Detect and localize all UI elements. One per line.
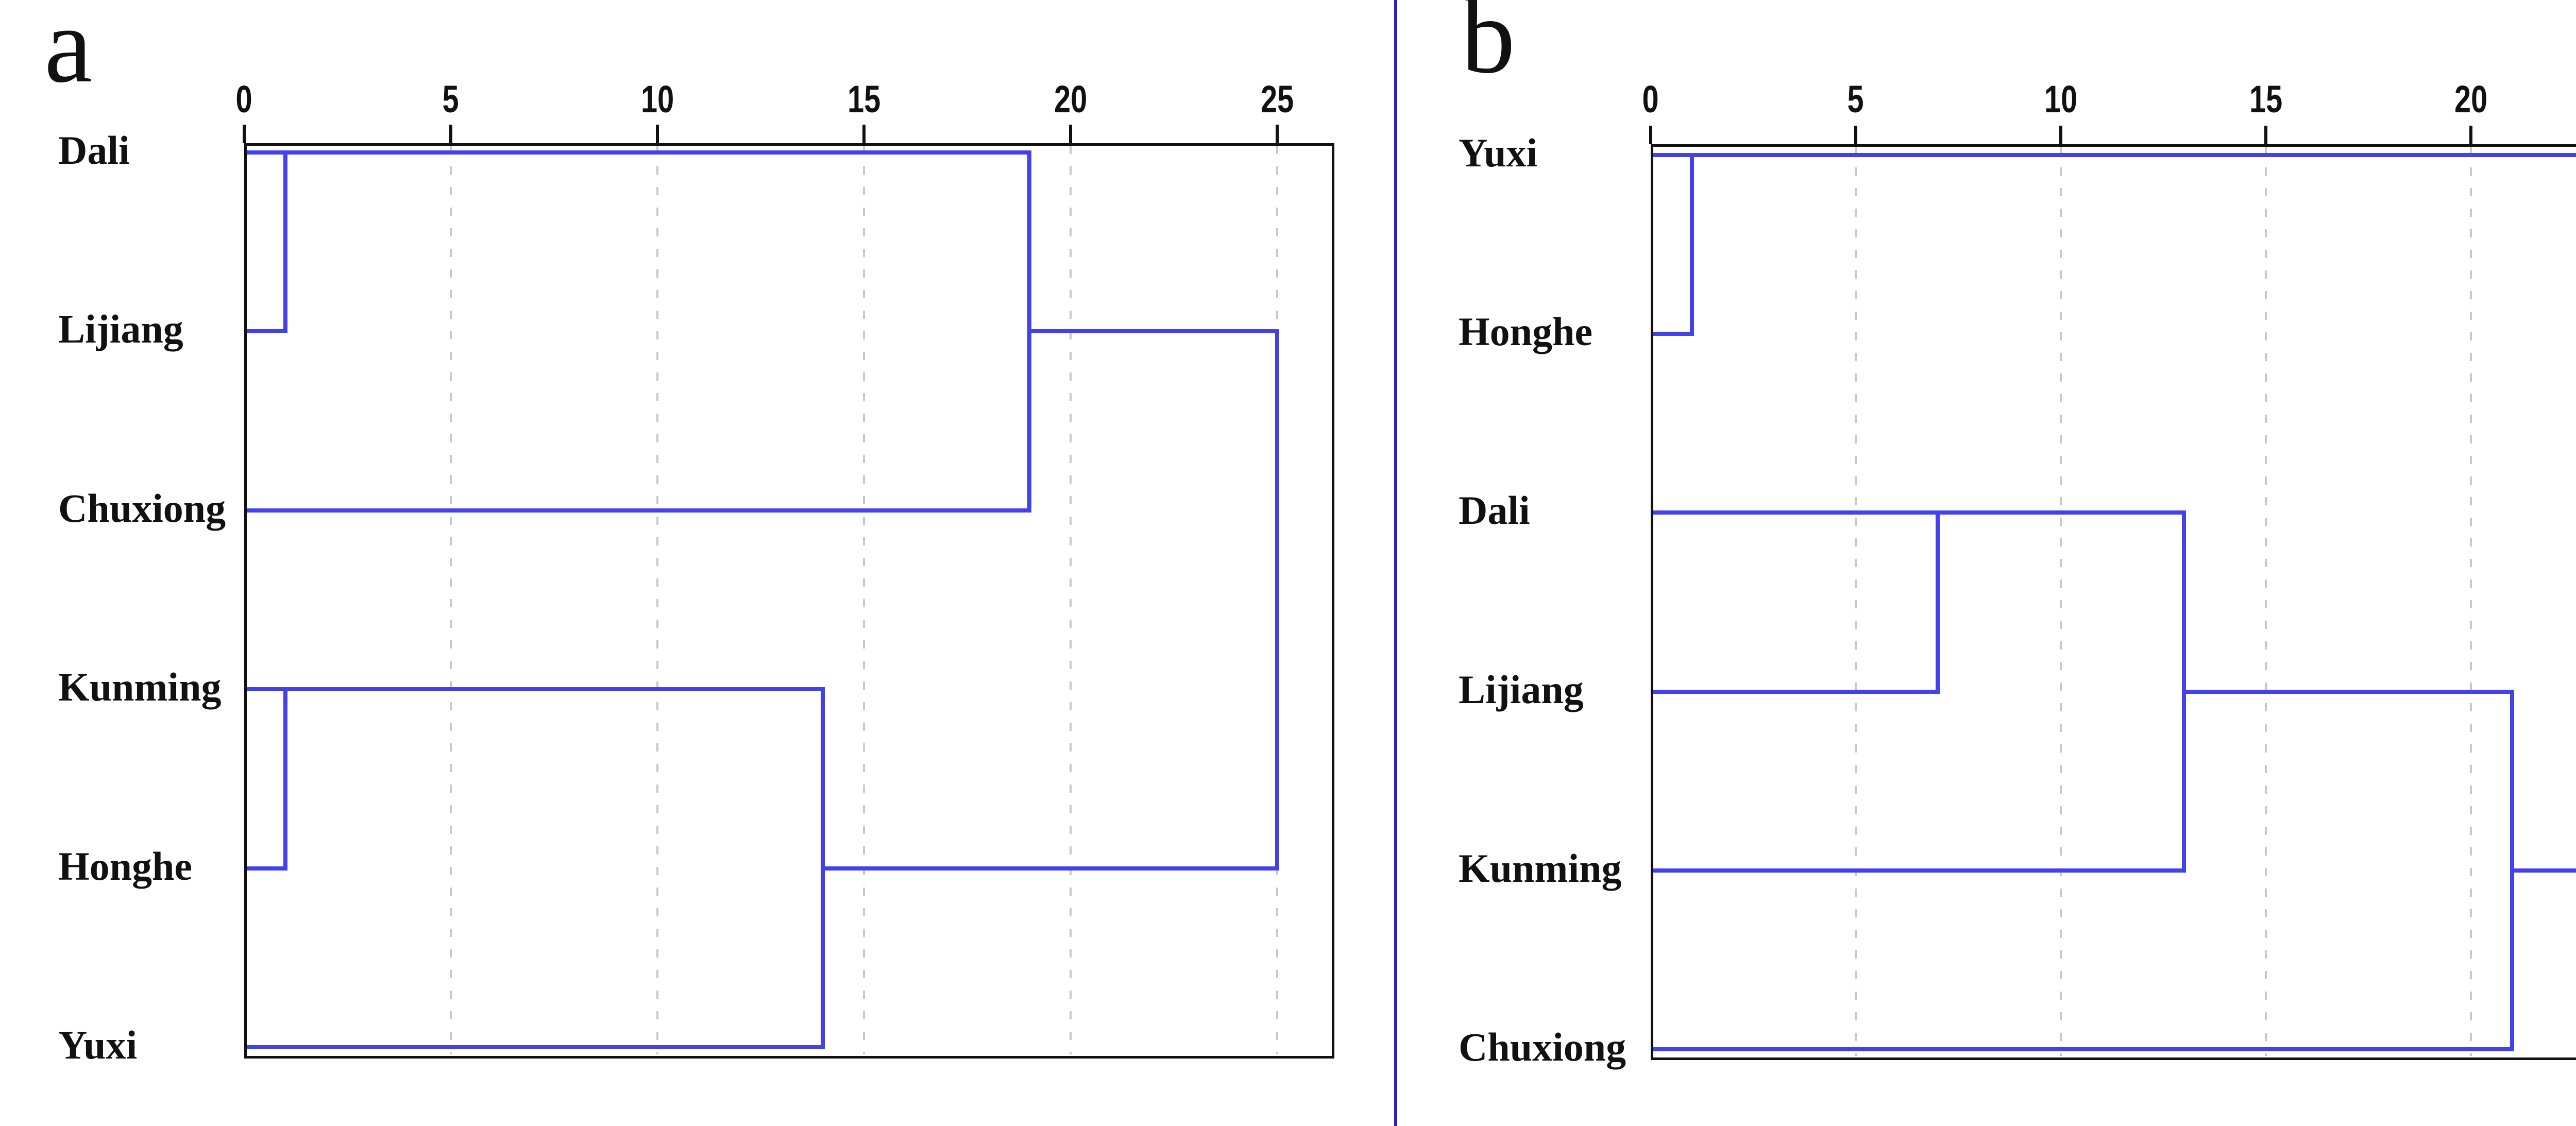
dendrogram-branch: [1689, 153, 1694, 336]
gridline: [656, 146, 658, 1054]
dendrogram-branch: [244, 329, 288, 334]
gridline: [1855, 147, 1857, 1056]
axis-tick: [1854, 126, 1857, 144]
dendrogram-branch: [283, 687, 288, 871]
axis-tick-label: 10: [2009, 77, 2112, 121]
axis-tick-value: 5: [1847, 78, 1865, 121]
dendrogram-branch: [244, 150, 1031, 155]
axis-tick-label: 15: [812, 77, 916, 121]
dendrogram-branch: [1029, 329, 1279, 334]
dendrogram-branch: [1651, 1047, 2514, 1051]
plot-border: [1651, 144, 2576, 1060]
axis-tick-label: 20: [1019, 77, 1122, 121]
dendrogram-branch: [244, 1045, 825, 1049]
leaf-label: Dali: [58, 128, 130, 173]
plot-border: [244, 143, 1334, 1059]
axis-tick-label: 20: [2419, 77, 2522, 121]
axis-tick-value: 5: [442, 78, 460, 121]
axis-tick-value: 10: [2044, 78, 2078, 121]
dendrogram-branch: [1651, 153, 2576, 157]
panel-divider: [1394, 0, 1397, 1126]
axis-tick: [1276, 125, 1279, 143]
leaf-label: Yuxi: [58, 1022, 138, 1067]
axis-tick: [862, 125, 866, 143]
leaf-label: Chuxiong: [58, 485, 226, 531]
gridline: [2470, 147, 2472, 1056]
leaf-label: Yuxi: [1459, 130, 1538, 175]
axis-tick-value: 20: [1054, 78, 1088, 121]
axis-tick-value: 15: [847, 78, 881, 121]
dendrogram-branch: [2183, 689, 2514, 694]
leaf-label: Honghe: [1459, 309, 1593, 354]
axis-tick: [243, 125, 246, 143]
dendrogram-branch: [244, 866, 288, 871]
leaf-label: Honghe: [58, 843, 193, 889]
gridline: [1070, 146, 1072, 1054]
panel-b-label: b: [1461, 0, 1515, 96]
axis-tick-value: 0: [1642, 78, 1659, 121]
leaf-label: Lijiang: [58, 306, 183, 352]
axis-tick-label: 5: [399, 77, 502, 121]
axis-tick-label: 0: [1599, 77, 1702, 121]
axis-tick-value: 15: [2249, 78, 2283, 121]
dendrogram-branch: [1651, 332, 1694, 336]
axis-tick-value: 0: [235, 78, 253, 121]
leaf-label: Lijiang: [1459, 667, 1584, 712]
dendrogram-branch: [1275, 329, 1279, 871]
panel-a-label: a: [44, 0, 93, 105]
dendrogram-branch: [822, 866, 1279, 871]
dendrogram-branch: [283, 150, 288, 334]
axis-tick-label: 5: [1804, 77, 1907, 121]
dendrogram-branch: [1651, 510, 2186, 515]
axis-tick-label: 25: [1226, 77, 1329, 121]
gridline: [2060, 147, 2062, 1056]
leaf-label: Chuxiong: [1459, 1025, 1626, 1069]
axis-tick-label: 10: [606, 77, 709, 121]
axis-tick-label: 0: [193, 77, 296, 121]
dendrogram-branch: [2512, 868, 2576, 873]
axis-tick: [656, 125, 659, 143]
dendrogram-branch: [1936, 510, 1940, 694]
axis-tick: [2059, 126, 2062, 144]
gridline: [450, 146, 452, 1054]
dendrogram-branch: [1651, 868, 2186, 873]
axis-tick-value: 20: [2454, 78, 2488, 121]
dendrogram-branch: [244, 687, 825, 692]
axis-tick: [1649, 126, 1652, 144]
gridline: [863, 146, 865, 1054]
leaf-label: Dali: [1459, 488, 1530, 533]
dendrogram-branch: [244, 508, 1031, 513]
axis-tick: [1069, 125, 1072, 143]
axis-tick-value: 10: [640, 78, 674, 121]
leaf-label: Kunming: [1459, 845, 1622, 891]
axis-tick-value: 25: [1260, 78, 1294, 121]
axis-tick: [449, 125, 452, 143]
axis-tick: [2469, 126, 2472, 144]
dendrogram-branch: [1651, 689, 1940, 694]
leaf-label: Kunming: [58, 664, 222, 710]
gridline: [2265, 147, 2267, 1056]
axis-tick-label: 15: [2214, 77, 2317, 121]
axis-tick: [2264, 126, 2267, 144]
